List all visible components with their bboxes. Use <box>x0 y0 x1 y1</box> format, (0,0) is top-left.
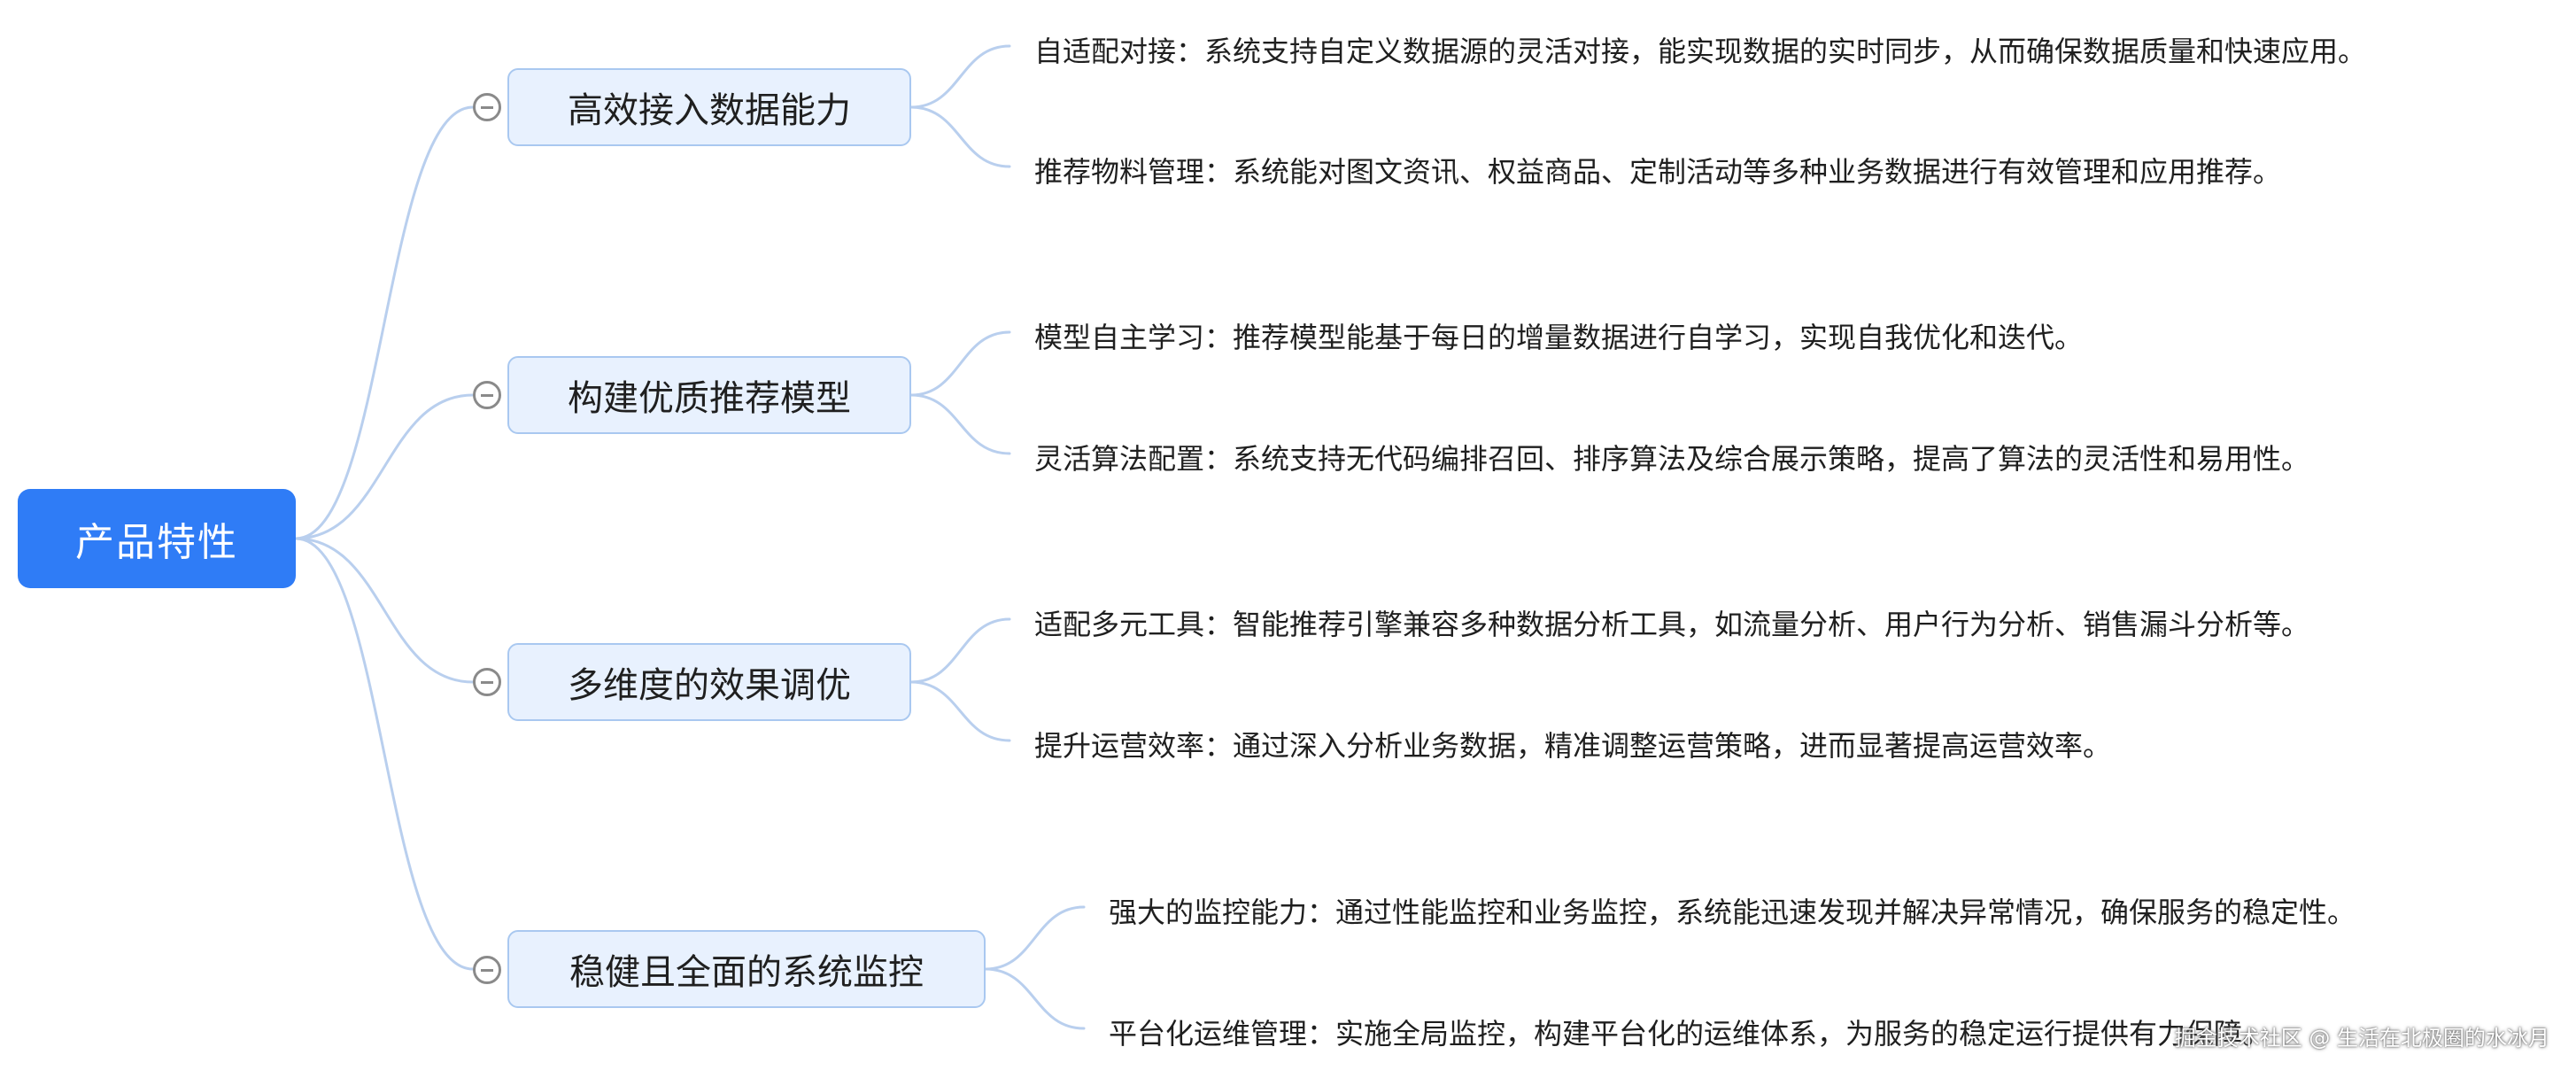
root-label: 产品特性 <box>75 520 238 565</box>
branch-node-recommend-model[interactable]: 构建优质推荐模型 <box>507 356 911 434</box>
branch-node-system-monitoring[interactable]: 稳健且全面的系统监控 <box>507 930 986 1008</box>
minus-circle-icon[interactable] <box>473 381 501 409</box>
root-branch-connector <box>294 537 475 971</box>
leaf-item[interactable]: 适配多元工具：智能推荐引擎兼容多种数据分析工具，如流量分析、用户行为分析、销售漏… <box>1034 608 2310 641</box>
branch-node-effect-tuning[interactable]: 多维度的效果调优 <box>507 643 911 721</box>
branch-node-data-access[interactable]: 高效接入数据能力 <box>507 68 911 146</box>
root-branch-connector <box>294 393 475 540</box>
leaf-item[interactable]: 灵活算法配置：系统支持无代码编排召回、排序算法及综合展示策略，提高了算法的灵活性… <box>1034 442 2310 476</box>
leaf-item[interactable]: 自适配对接：系统支持自定义数据源的灵活对接，能实现数据的实时同步，从而确保数据质… <box>1034 35 2367 68</box>
leaf-item[interactable]: 模型自主学习：推荐模型能基于每日的增量数据进行自学习，实现自我优化和迭代。 <box>1034 321 2084 354</box>
branch-leaf-connector <box>909 680 1011 742</box>
minus-circle-icon[interactable] <box>473 956 501 984</box>
leaf-item[interactable]: 提升运营效率：通过深入分析业务数据，精准调整运营策略，进而显著提高运营效率。 <box>1034 729 2112 763</box>
branch-label: 高效接入数据能力 <box>568 90 851 131</box>
branch-leaf-connector <box>984 905 1086 971</box>
leaf-item[interactable]: 强大的监控能力：通过性能监控和业务监控，系统能迅速发现并解决异常情况，确保服务的… <box>1109 896 2356 929</box>
minus-circle-icon[interactable] <box>473 668 501 696</box>
branch-label: 稳健且全面的系统监控 <box>569 952 924 993</box>
branch-leaf-connector <box>909 44 1011 109</box>
branch-leaf-connector <box>984 967 1086 1030</box>
root-node[interactable]: 产品特性 <box>18 489 296 588</box>
root-branch-connector <box>294 105 475 540</box>
branch-leaf-connector <box>909 617 1011 684</box>
branch-leaf-connector <box>909 330 1011 397</box>
root-branch-connector <box>294 537 475 684</box>
branch-leaf-connector <box>909 105 1011 168</box>
branch-leaf-connector <box>909 393 1011 455</box>
branch-label: 多维度的效果调优 <box>568 665 851 706</box>
leaf-item[interactable]: 推荐物料管理：系统能对图文资讯、权益商品、定制活动等多种业务数据进行有效管理和应… <box>1034 155 2282 189</box>
watermark: 掘金技术社区 @ 生活在北极圈的水冰月 <box>2174 1026 2549 1051</box>
branch-label: 构建优质推荐模型 <box>568 378 851 419</box>
leaf-item[interactable]: 平台化运维管理：实施全局监控，构建平台化的运维体系，为服务的稳定运行提供有力保障… <box>1109 1017 2271 1051</box>
minus-circle-icon[interactable] <box>473 93 501 121</box>
